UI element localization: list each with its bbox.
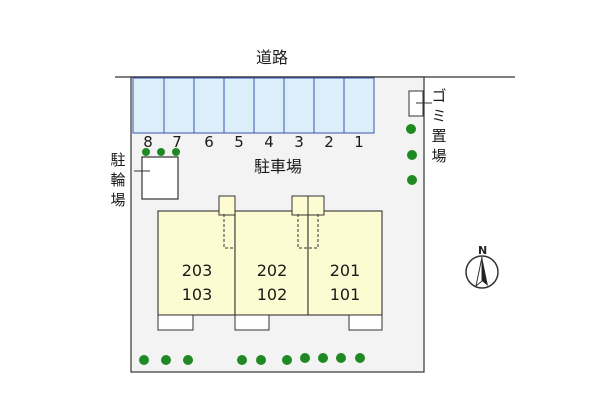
parking-number: 8 <box>143 133 153 151</box>
parking-space <box>132 77 165 134</box>
parking-number: 5 <box>234 133 244 151</box>
unit-number-upper: 203 <box>181 261 213 280</box>
unit-block <box>157 210 236 316</box>
parking-space <box>223 77 255 134</box>
tree <box>282 355 292 365</box>
parking-space <box>283 77 315 134</box>
trees <box>139 124 417 365</box>
stair-outline <box>297 214 308 249</box>
tree <box>142 148 150 156</box>
bicycle-parking-label: 駐輪場 <box>110 151 126 209</box>
compass-icon: N <box>465 244 499 289</box>
stair-outline <box>223 214 235 249</box>
stair-outline <box>308 214 319 249</box>
unit-block <box>307 210 383 316</box>
unit-number-lower: 103 <box>181 285 213 304</box>
balcony <box>348 314 383 331</box>
apartment-building <box>157 195 383 331</box>
parking-spaces <box>132 77 375 134</box>
unit-number-lower: 101 <box>329 285 361 304</box>
parking-number: 7 <box>172 133 182 151</box>
unit-number-upper: 202 <box>256 261 288 280</box>
tree <box>139 355 149 365</box>
tree <box>256 355 266 365</box>
unit-number-lower: 102 <box>256 285 288 304</box>
parking-number: 2 <box>324 133 334 151</box>
unit-label: 202 102 <box>237 259 307 307</box>
tree <box>407 175 417 185</box>
parking-space <box>313 77 345 134</box>
garbage-area-label: ゴミ置場 <box>431 87 447 165</box>
parking-space <box>253 77 285 134</box>
tree <box>318 353 328 363</box>
unit-block <box>234 210 309 316</box>
bicycle-parking-box <box>141 156 179 200</box>
tree <box>407 150 417 160</box>
balcony <box>234 314 270 331</box>
entrance-protrusion <box>291 195 309 216</box>
road-label: 道路 <box>255 48 288 67</box>
compass-north-label: N <box>478 244 487 257</box>
parking-number: 6 <box>204 133 214 151</box>
tree <box>183 355 193 365</box>
parking-space <box>163 77 195 134</box>
tree <box>172 148 180 156</box>
unit-number-upper: 201 <box>329 261 361 280</box>
balcony <box>157 314 194 331</box>
parking-space <box>343 77 375 134</box>
parking-number: 3 <box>294 133 304 151</box>
entrance-protrusion <box>218 195 236 216</box>
parking-lot-label: 駐車場 <box>253 157 302 176</box>
tree <box>336 353 346 363</box>
tree <box>300 353 310 363</box>
unit-label: 201 101 <box>310 259 380 307</box>
tree <box>157 148 165 156</box>
parking-space <box>193 77 225 134</box>
tree <box>355 353 365 363</box>
entrance-protrusion <box>307 195 325 216</box>
tree <box>161 355 171 365</box>
tree <box>406 124 416 134</box>
parking-number: 1 <box>354 133 364 151</box>
tree <box>237 355 247 365</box>
parking-number: 4 <box>264 133 274 151</box>
unit-label: 203 103 <box>162 259 232 307</box>
